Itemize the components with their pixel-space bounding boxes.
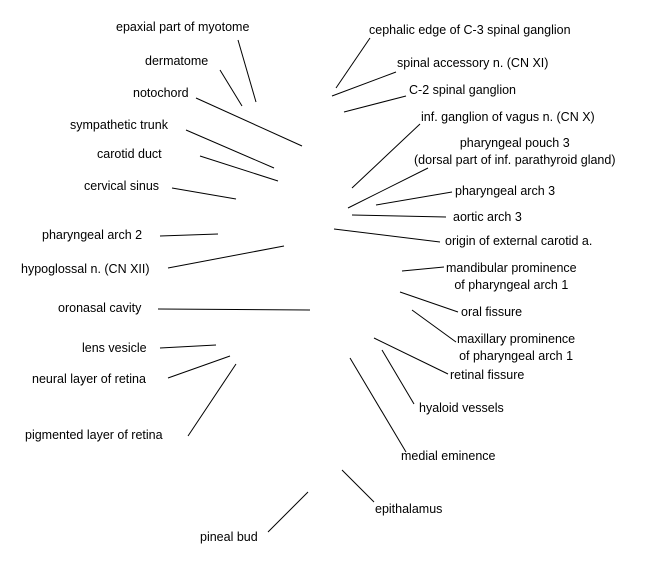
label-mandibular-prominence: mandibular prominence of pharyngeal arch…: [446, 260, 577, 294]
label-retinal-fissure: retinal fissure: [450, 368, 525, 382]
label-oral-fissure: oral fissure: [461, 305, 523, 319]
label-medial-eminence: medial eminence: [401, 449, 496, 463]
leader-pineal-bud: [267, 491, 309, 533]
label-pharyngeal-pouch-3: pharyngeal pouch 3 (dorsal part of inf. …: [414, 135, 616, 169]
label-pigmented-layer-of-retina: pigmented layer of retina: [25, 428, 163, 442]
label-hypoglossal-n: hypoglossal n. (CN XII): [21, 262, 150, 276]
label-pharyngeal-pouch-3-line2: (dorsal part of inf. parathyroid gland): [414, 153, 616, 167]
label-hyaloid-vessels: hyaloid vessels: [419, 401, 504, 415]
leader-c2-spinal-ganglion: [343, 95, 407, 113]
leader-epaxial-part-of-myotome: [237, 39, 257, 103]
label-lens-vesicle: lens vesicle: [82, 341, 147, 355]
label-oronasal-cavity: oronasal cavity: [58, 301, 142, 315]
label-pharyngeal-arch-2: pharyngeal arch 2: [42, 228, 143, 242]
leader-dermatome: [219, 69, 243, 107]
leader-mandibular-prominence: [401, 266, 445, 272]
label-mandibular-prominence-line2: of pharyngeal arch 1: [454, 278, 569, 292]
leader-carotid-duct: [199, 155, 279, 182]
leader-aortic-arch-3: [351, 214, 447, 218]
label-aortic-arch-3: aortic arch 3: [453, 210, 522, 224]
leader-cervical-sinus: [171, 187, 237, 200]
leader-medial-eminence: [349, 357, 407, 453]
leader-epithalamus: [341, 469, 375, 503]
label-mandibular-prominence-line1: mandibular prominence: [446, 261, 577, 275]
leader-pigmented-layer-of-retina: [187, 363, 237, 437]
leader-lens-vesicle: [159, 344, 217, 349]
leader-pharyngeal-pouch-3: [347, 167, 429, 209]
leader-sympathetic-trunk: [185, 129, 275, 169]
label-cervical-sinus: cervical sinus: [84, 179, 160, 193]
label-spinal-accessory-n: spinal accessory n. (CN XI): [397, 56, 549, 70]
label-epaxial-part-of-myotome: epaxial part of myotome: [116, 20, 250, 34]
leader-pharyngeal-arch-3: [375, 191, 453, 206]
label-neural-layer-of-retina: neural layer of retina: [32, 372, 146, 386]
label-inf-ganglion-vagus: inf. ganglion of vagus n. (CN X): [421, 110, 595, 124]
label-maxillary-prominence: maxillary prominence of pharyngeal arch …: [457, 331, 575, 365]
leader-retinal-fissure: [373, 337, 449, 375]
leader-neural-layer-of-retina: [167, 355, 231, 379]
label-pineal-bud: pineal bud: [200, 530, 258, 544]
leader-pharyngeal-arch-2: [159, 233, 219, 237]
label-sympathetic-trunk: sympathetic trunk: [70, 118, 168, 132]
label-maxillary-prominence-line1: maxillary prominence: [457, 332, 576, 346]
label-carotid-duct: carotid duct: [97, 147, 162, 161]
label-epithalamus: epithalamus: [375, 502, 443, 516]
label-pharyngeal-arch-3: pharyngeal arch 3: [455, 184, 556, 198]
leader-hypoglossal-n: [167, 245, 285, 269]
leader-inf-ganglion-vagus: [351, 123, 421, 189]
leader-cephalic-edge-c3: [335, 37, 371, 89]
label-pharyngeal-pouch-3-line1: pharyngeal pouch 3: [459, 136, 570, 150]
label-cephalic-edge-c3: cephalic edge of C-3 spinal ganglion: [369, 23, 571, 37]
label-dermatome: dermatome: [145, 54, 209, 68]
leader-spinal-accessory-n: [331, 71, 397, 97]
leader-maxillary-prominence: [411, 309, 457, 343]
leader-hyaloid-vessels: [381, 349, 415, 405]
label-origin-external-carotid: origin of external carotid a.: [445, 234, 593, 248]
leader-origin-external-carotid: [333, 228, 441, 243]
leader-oral-fissure: [399, 291, 459, 313]
leader-notochord: [195, 97, 303, 147]
label-maxillary-prominence-line2: of pharyngeal arch 1: [459, 349, 574, 363]
label-notochord: notochord: [133, 86, 189, 100]
label-c2-spinal-ganglion: C-2 spinal ganglion: [409, 83, 517, 97]
leader-oronasal-cavity: [157, 308, 311, 311]
